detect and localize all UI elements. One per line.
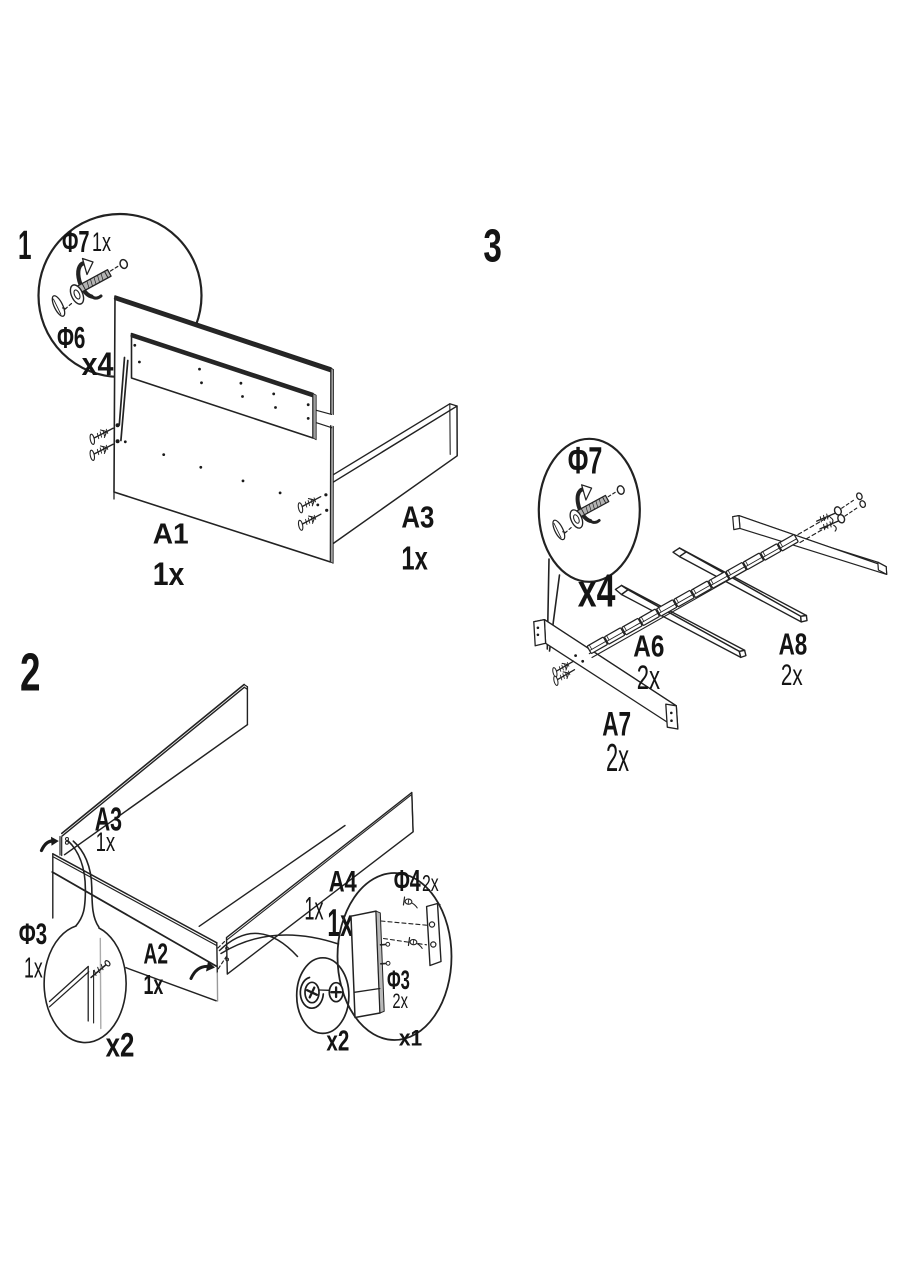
svg-text:2x: 2x [606,737,629,780]
svg-text:3: 3 [483,219,502,271]
svg-text:x4: x4 [82,346,114,382]
svg-text:A7: A7 [602,706,631,744]
svg-text:1x: 1x [304,891,323,927]
svg-text:Φ6: Φ6 [57,321,85,355]
svg-text:x4: x4 [578,564,616,616]
svg-text:2: 2 [20,643,41,703]
svg-text:Φ7: Φ7 [568,441,603,483]
svg-text:A6: A6 [633,629,664,664]
svg-text:Φ3: Φ3 [19,918,48,951]
svg-text:1x: 1x [144,969,164,1000]
svg-text:x1: x1 [399,1026,422,1051]
svg-text:2x: 2x [781,659,803,692]
svg-text:1x: 1x [96,827,116,857]
svg-text:A3: A3 [401,501,434,535]
svg-text:1x: 1x [153,556,185,592]
svg-text:1: 1 [18,222,32,268]
svg-text:A4: A4 [329,865,357,898]
svg-text:1x: 1x [92,227,111,257]
svg-text:Φ4: Φ4 [394,863,421,898]
svg-text:A2: A2 [144,939,169,971]
svg-text:2x: 2x [637,659,660,697]
svg-text:A8: A8 [779,627,808,662]
svg-text:x2: x2 [106,1027,135,1065]
svg-text:A1: A1 [153,518,189,550]
svg-text:2x: 2x [392,988,408,1013]
svg-text:Φ3: Φ3 [387,965,410,995]
svg-text:1x: 1x [327,902,353,945]
svg-text:A3: A3 [95,800,122,837]
svg-text:Φ7: Φ7 [62,225,90,259]
svg-text:1x: 1x [401,540,428,577]
svg-text:2x: 2x [422,870,439,896]
svg-text:1x: 1x [24,953,43,985]
svg-text:x2: x2 [326,1026,349,1058]
